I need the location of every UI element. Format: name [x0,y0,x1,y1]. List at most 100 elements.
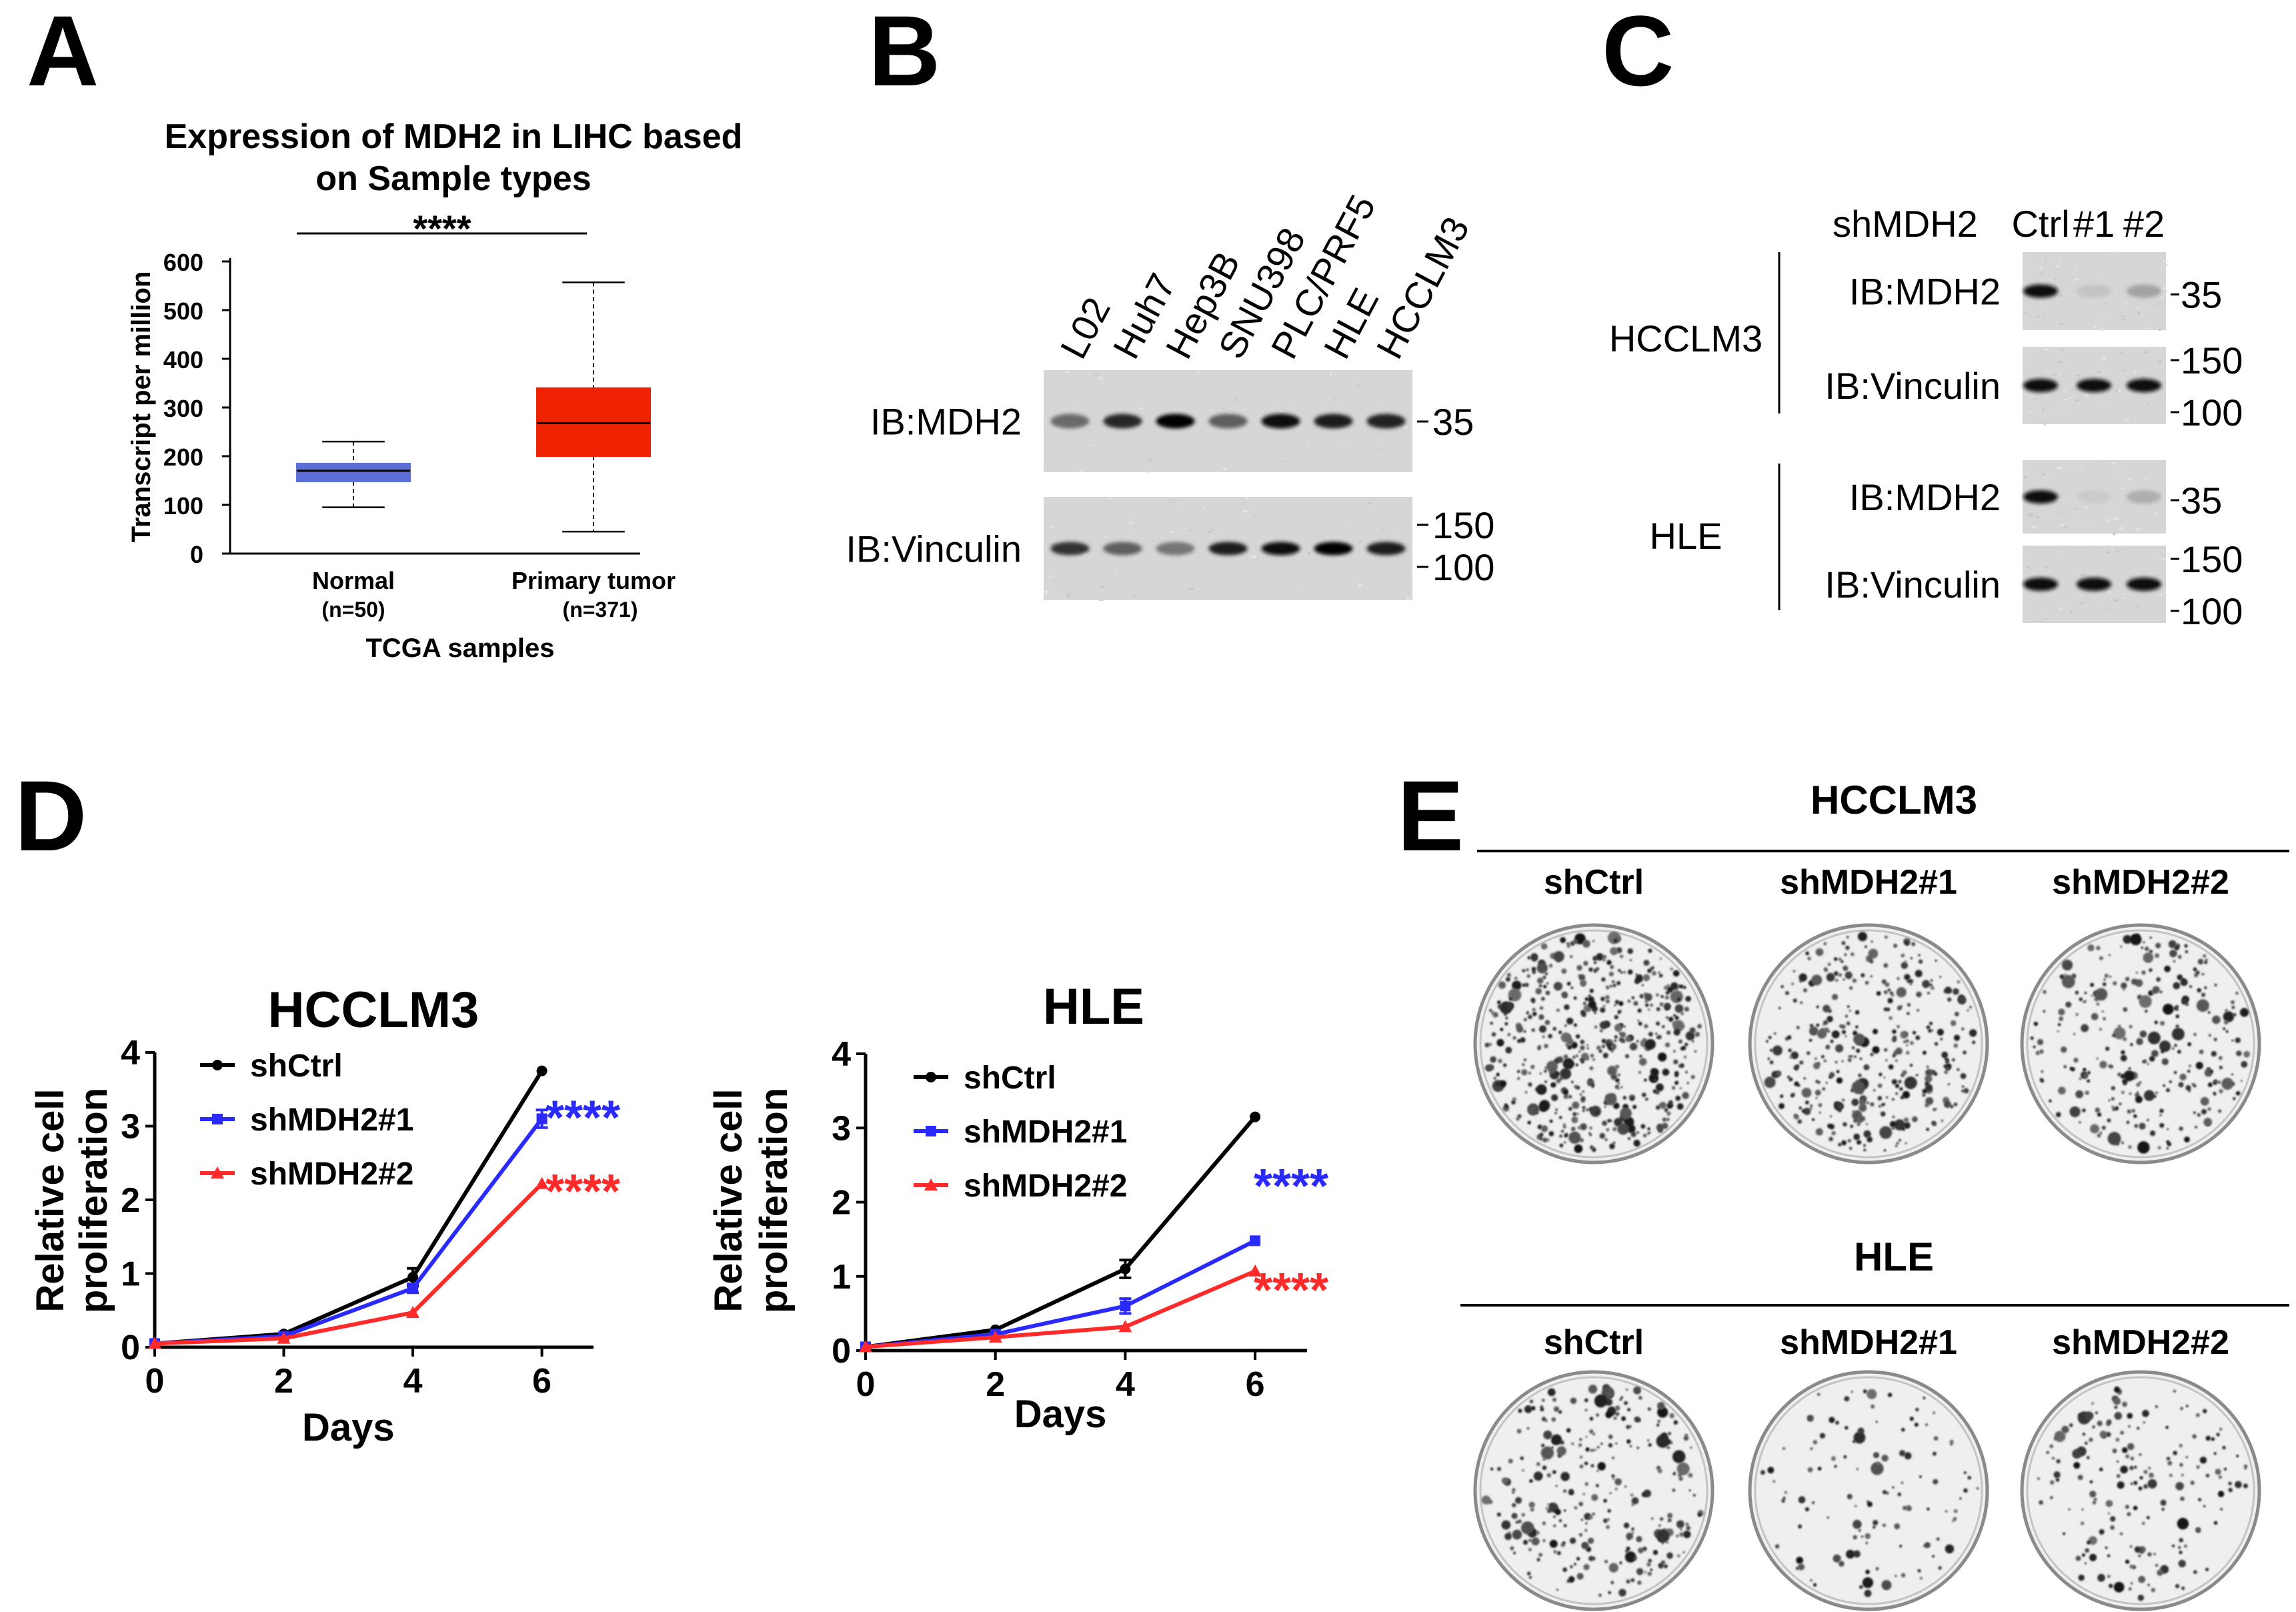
panel-b-letter: B [868,0,940,107]
y-axis-label-line2: proliferation [72,1088,115,1313]
blot-c-g0-row0-noise [2104,301,2107,304]
colony [1788,1048,1792,1052]
colony [1799,1060,1804,1065]
colony [1885,982,1890,987]
colony [2184,944,2188,948]
well-label: shMDH2#2 [2052,863,2229,902]
blot-b-row1-noise [1246,497,1248,500]
colony [2088,1536,2097,1545]
colony [1672,1488,1676,1492]
colony [1807,956,1811,960]
colony [2065,1001,2072,1008]
colony [1897,1025,1900,1028]
colony [2113,1581,2125,1593]
blot-b-row0-noise [1222,468,1227,471]
colony [2130,1482,2133,1485]
colony [1865,1533,1871,1539]
colony [1579,1093,1582,1096]
colony [1841,1140,1847,1146]
colony [1544,1080,1547,1083]
colony [1903,1040,1907,1044]
colony [1673,1014,1676,1017]
colony [2097,1133,2101,1138]
colony [1584,1482,1589,1486]
colony [1570,1080,1574,1084]
colony [1847,1005,1850,1008]
colony [1627,1408,1631,1412]
blot-c-g0-row1-noise [2067,397,2073,399]
colony [2181,1586,2185,1590]
blot-c-g0-row0-noise [2146,327,2151,329]
colony [1636,1131,1639,1134]
colony [1816,1023,1820,1027]
colony [1542,1539,1546,1543]
colony [1917,1008,1919,1012]
colony [2084,1562,2087,1565]
colony [1610,1043,1617,1050]
colony [2155,1563,2159,1567]
colony [1787,1075,1791,1078]
colony [1906,1012,1910,1015]
colony [1638,1396,1642,1400]
blot-c-g1-row1-noise [2135,557,2138,559]
colony [2117,1072,2121,1076]
well-rim [1754,929,1983,1158]
significance-label: **** [413,207,471,249]
colony [2218,1056,2223,1060]
colony [1807,1467,1813,1473]
significance-annotation: **** [545,1091,620,1144]
colony [1621,1416,1626,1421]
colony [1540,996,1545,1001]
colony [1684,1433,1688,1437]
colony [2197,1497,2202,1502]
colony [2217,1491,2225,1497]
colony [2177,1517,2189,1530]
colony [1602,958,1606,962]
blot-b-row0-noise [1094,373,1099,375]
colony [2203,954,2207,958]
colony [1591,1494,1598,1501]
colony [1657,1052,1667,1062]
colony [2138,1486,2143,1491]
blot-b-row0-noise [1306,445,1309,447]
colony [1960,1072,1967,1079]
colony [1548,964,1553,968]
colony [2217,1080,2221,1084]
colony [1674,1004,1684,1013]
colony [1526,1011,1530,1014]
colony [2143,952,2154,963]
colony [2075,1090,2084,1098]
colony [2153,1094,2157,1098]
colony [1666,984,1670,988]
colony [1614,1487,1618,1491]
colony [1578,1443,1582,1447]
blot-c-g0-row1-noise [2028,369,2031,371]
data-point [407,1283,419,1294]
colony [2173,960,2176,963]
colony [2128,1066,2131,1070]
blot-c-g1-row1-noise [2026,566,2030,568]
colony [1535,988,1542,995]
colony [1672,1050,1676,1053]
blot-c-g0-row1-noise [2043,423,2046,426]
blot-c-g0-row1-noise [2155,397,2157,398]
colony [1584,1529,1588,1532]
colony [1511,1491,1515,1494]
colony [2235,1037,2241,1043]
colony [2243,1050,2250,1058]
colony [2179,1443,2183,1448]
colony [1524,1091,1528,1094]
colony [1668,1016,1674,1022]
colony [1601,1038,1606,1044]
blot-c-g1-row0-noise [2027,505,2030,507]
colony [1933,1411,1936,1415]
blot-c-g0-row1-band [2127,379,2161,392]
colony [1952,1520,1955,1523]
colony [1674,1016,1679,1020]
colony [2079,997,2083,1002]
colony [1838,1561,1845,1567]
colony [1945,1510,1948,1513]
blot-b-row0-noise [1334,397,1337,399]
colony [2173,1070,2177,1074]
colony [2139,1030,2147,1038]
